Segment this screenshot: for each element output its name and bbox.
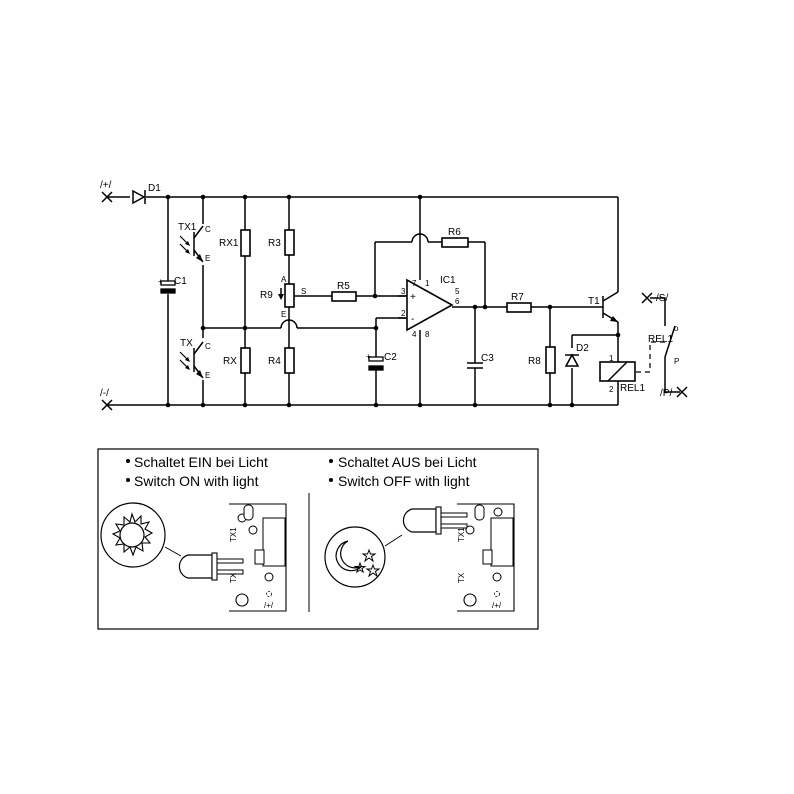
rx1-label: RX1 xyxy=(219,238,239,249)
tx1-label: TX1 xyxy=(178,222,197,233)
t1-label: T1 xyxy=(588,296,600,307)
r9-pin-s: S xyxy=(301,287,306,296)
ic1-pin-3: 3 xyxy=(401,287,406,296)
capacitor-c1: + C1 xyxy=(158,276,187,294)
c2-label: C2 xyxy=(384,352,397,363)
c2-polarity: + xyxy=(366,352,371,361)
resistor-r4: R4 xyxy=(268,347,295,374)
rx-label: RX xyxy=(223,356,237,367)
r5-label: R5 xyxy=(337,281,350,292)
r9-pin-a: A xyxy=(281,275,287,284)
terminal-p-label: /P/ xyxy=(660,388,672,399)
r4-label: R4 xyxy=(268,356,281,367)
ic1-plus-label: + xyxy=(410,292,416,303)
r8-label: R8 xyxy=(528,356,541,367)
resistor-rx1: RX1 xyxy=(219,229,251,257)
pcb-right-tx-label: TX xyxy=(457,572,466,583)
potentiometer-r9: R9 A E S xyxy=(260,275,306,319)
ic1-minus-label: - xyxy=(411,314,414,325)
relay-rel1-contact: REL1 o P xyxy=(648,324,679,366)
opamp-ic1: + - IC1 7 1 3 2 5 6 4 8 xyxy=(398,275,460,339)
sun-icon xyxy=(100,502,182,568)
rel1-contact-p: P xyxy=(674,357,679,366)
c1-label: C1 xyxy=(174,276,187,287)
ic1-pin-7: 7 xyxy=(412,279,417,288)
ic1-label: IC1 xyxy=(440,275,456,286)
d1-label: D1 xyxy=(148,183,161,194)
tx1-collector-label: C xyxy=(205,225,211,234)
phototransistor-tx: TX C E xyxy=(179,338,211,380)
resistor-r3: R3 xyxy=(268,229,295,256)
r3-label: R3 xyxy=(268,238,281,249)
terminal-s: /S/ xyxy=(641,292,668,304)
diode-d1: D1 xyxy=(132,183,161,205)
rel1-contact-label: REL1 xyxy=(648,334,673,345)
terminal-plus: /+/ xyxy=(100,180,113,203)
d2-label: D2 xyxy=(576,343,589,354)
relay-rel1-coil: 1 2 REL1 xyxy=(599,354,645,394)
ic1-pin-4: 4 xyxy=(412,330,417,339)
capacitor-c2: + C2 xyxy=(366,352,397,377)
resistor-r8: R8 xyxy=(528,346,556,374)
pcb-left-illustration: TX1 TX /+/ xyxy=(229,503,287,612)
resistor-rx: RX xyxy=(223,347,251,374)
ic1-pin-1: 1 xyxy=(425,279,430,288)
tx-label: TX xyxy=(180,338,193,349)
ic1-pin-8: 8 xyxy=(425,330,430,339)
rel1-pin-2: 2 xyxy=(609,385,614,394)
tx-emitter-label: E xyxy=(205,371,210,380)
r6-label: R6 xyxy=(448,227,461,238)
terminal-s-label: /S/ xyxy=(656,293,668,304)
rel1-contact-o: o xyxy=(674,324,679,333)
pcb-right-tx1-label: TX1 xyxy=(457,527,466,542)
ic1-pin-5: 5 xyxy=(455,287,460,296)
r9-label: R9 xyxy=(260,290,273,301)
r7-label: R7 xyxy=(511,292,524,303)
phototransistor-tx1: TX1 C E xyxy=(178,222,211,263)
transistor-t1: T1 xyxy=(588,291,619,323)
c3-label: C3 xyxy=(481,353,494,364)
pcb-right-illustration: TX1 TX /+/ xyxy=(457,503,515,612)
capacitor-c3: C3 xyxy=(467,353,494,369)
tx1-emitter-label: E xyxy=(205,254,210,263)
r9-pin-e: E xyxy=(281,310,286,319)
pcb-right-plus-label: /+/ xyxy=(492,601,502,610)
legend-right-line1: Schaltet AUS bei Licht xyxy=(338,454,477,470)
led-right-illustration xyxy=(402,506,468,535)
legend-left-line1: Schaltet EIN bei Licht xyxy=(134,454,268,470)
moon-stars-icon xyxy=(324,526,403,588)
legend-right-line2: Switch OFF with light xyxy=(338,473,470,489)
pcb-left-plus-label: /+/ xyxy=(264,601,274,610)
junction-dots xyxy=(165,194,621,408)
ic1-pin-6: 6 xyxy=(455,297,460,306)
pcb-left-tx-label: TX xyxy=(229,572,238,583)
resistor-r6: R6 xyxy=(441,227,469,248)
legend-left-line2: Switch ON with light xyxy=(134,473,259,489)
resistor-r5: R5 xyxy=(331,281,357,302)
c1-polarity: + xyxy=(158,277,163,286)
pcb-left-tx1-label: TX1 xyxy=(229,527,238,542)
terminal-plus-label: /+/ xyxy=(100,180,112,191)
resistor-r7: R7 xyxy=(506,292,532,313)
rel1-pin-1: 1 xyxy=(609,354,614,363)
led-left-illustration xyxy=(178,552,244,581)
diode-d2: D2 xyxy=(564,343,589,367)
ic1-pin-2: 2 xyxy=(401,309,406,318)
terminal-p: /P/ xyxy=(660,386,688,399)
terminal-minus: /-/ xyxy=(100,388,113,411)
terminal-minus-label: /-/ xyxy=(100,388,109,399)
tx-collector-label: C xyxy=(205,342,211,351)
rel1-coil-label: REL1 xyxy=(620,383,645,394)
